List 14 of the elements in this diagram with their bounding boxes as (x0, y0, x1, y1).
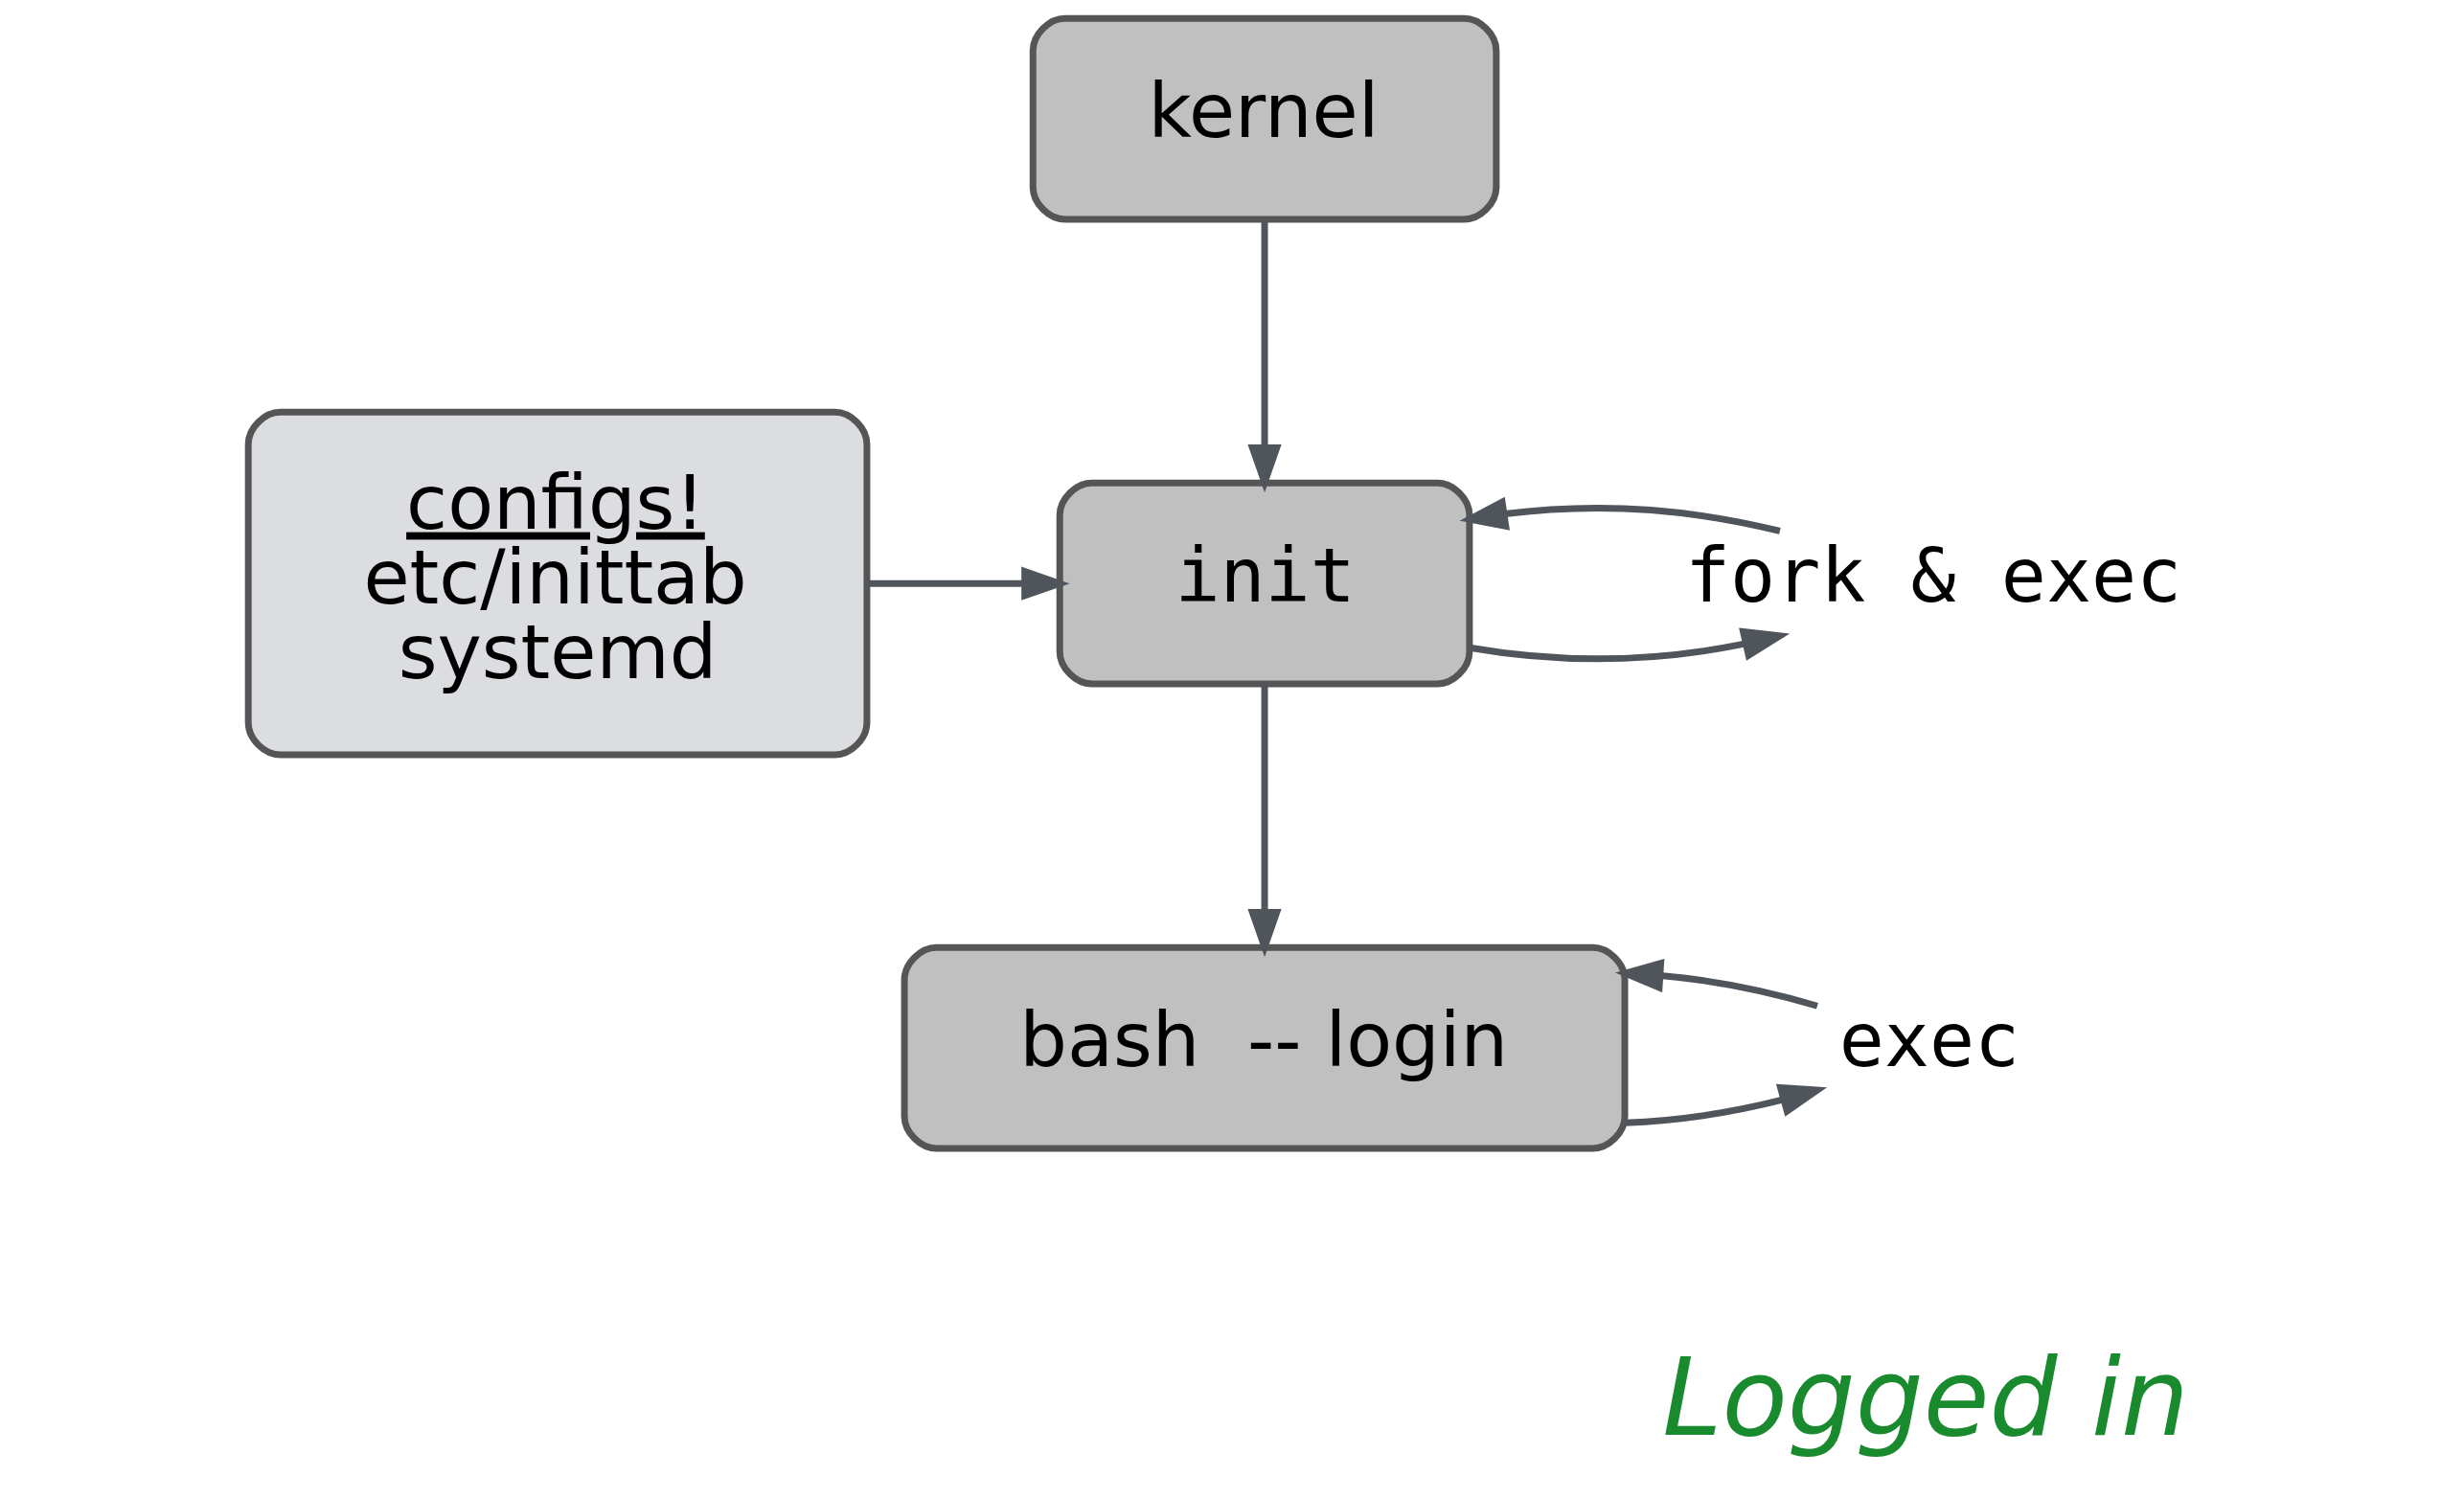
node-text: fork & exec (1684, 532, 2181, 620)
arrow (1246, 684, 1282, 958)
arrow (1468, 627, 1790, 663)
label: Logged in (1661, 1335, 2189, 1461)
arrow (1624, 1083, 1827, 1126)
arrow (1614, 959, 1818, 1010)
arrow (1459, 496, 1781, 534)
node-box: configs! etc/inittab systemd (244, 408, 870, 759)
arrow (1246, 219, 1282, 493)
node-box: kernel (1029, 14, 1499, 223)
node-text: exec (1838, 996, 2019, 1084)
arrow (866, 566, 1070, 601)
node-box: init (1056, 479, 1472, 688)
node-box: bash -- login (901, 943, 1629, 1152)
